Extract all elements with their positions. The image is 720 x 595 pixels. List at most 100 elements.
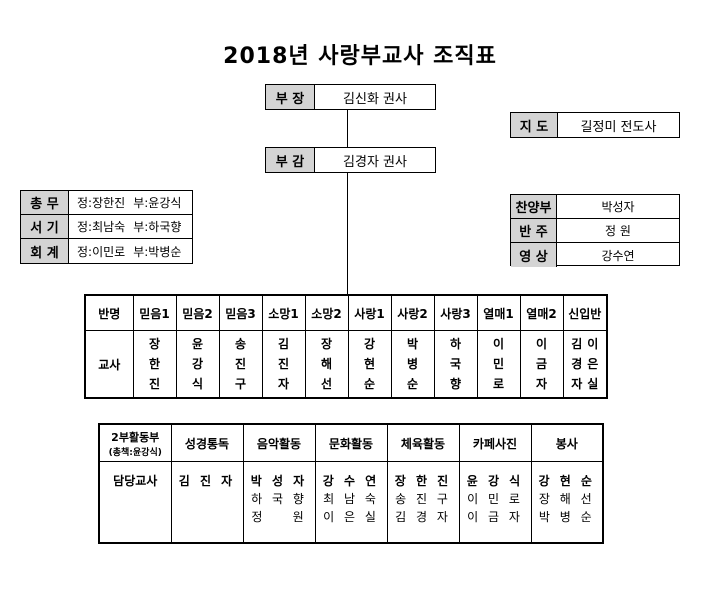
activity-name-cell: 성경통독 xyxy=(170,423,244,462)
role-row: 찬양부 박성자 xyxy=(511,195,679,219)
activity-name-cell: 음악활동 xyxy=(242,423,316,462)
vice-label: 부 감 xyxy=(266,148,315,172)
class-name-cell: 믿음2 xyxy=(175,294,220,331)
teacher-name: 하 국 향 xyxy=(251,492,307,506)
activity-dept-sub: (총책:윤강식) xyxy=(108,447,162,458)
connector-line xyxy=(347,110,348,148)
right-roles-box: 찬양부 박성자 반 주 정 원 영 상 강수연 xyxy=(510,194,680,267)
class-name-cell: 믿음1 xyxy=(132,294,177,331)
role-label: 반 주 xyxy=(511,219,557,242)
role-row: 영 상 강수연 xyxy=(511,243,679,267)
activity-name-cell: 카페사진 xyxy=(458,423,532,462)
teacher-name: 박 병 순 xyxy=(538,510,595,524)
teacher-name: 김 진 자 xyxy=(178,474,236,488)
teacher-name: 이 금 자 xyxy=(467,510,523,524)
role-label: 찬양부 xyxy=(511,195,557,218)
teacher-name: 윤 강 식 xyxy=(466,474,524,488)
vice-box: 부 감 김경자 권사 xyxy=(265,147,436,173)
activity-name-cell: 문화활동 xyxy=(314,423,388,462)
class-name-cell: 사랑2 xyxy=(390,294,435,331)
teacher-name: 이 민 로 xyxy=(467,492,523,506)
class-name-cell: 열매2 xyxy=(519,294,564,331)
role-main: 정:장한진 xyxy=(77,196,126,210)
activity-dept-cell: 2부활동부 (총책:윤강식) xyxy=(98,423,172,462)
role-name: 박성자 xyxy=(601,200,635,214)
teacher-name: 송 진 구 xyxy=(395,492,451,506)
vice-name: 김경자 권사 xyxy=(343,154,407,170)
teacher-name: 강 현 순 xyxy=(538,474,595,488)
class-name-cell: 사랑1 xyxy=(347,294,392,331)
head-label: 부 장 xyxy=(266,85,315,109)
role-main: 정:최남숙 xyxy=(77,220,126,234)
teacher-name: 정 원 xyxy=(251,510,307,524)
class-name-cell: 소망1 xyxy=(261,294,306,331)
teacher-name: 최 남 숙 xyxy=(323,492,379,506)
role-main: 정:이민로 xyxy=(77,244,126,259)
role-row: 서 기 정:최남숙 부:하국향 xyxy=(21,215,192,239)
teacher-name: 장 한 진 xyxy=(394,474,452,488)
class-name-cell: 믿음3 xyxy=(218,294,263,331)
head-name: 김신화 권사 xyxy=(343,91,407,107)
role-row: 반 주 정 원 xyxy=(511,219,679,243)
role-name: 강수연 xyxy=(601,248,635,263)
left-roles-box: 총 무 정:장한진 부:윤강식 서 기 정:최남숙 부:하국향 회 계 정:이민… xyxy=(20,190,193,264)
page-title: 2018년 사랑부교사 조직표 xyxy=(223,44,497,69)
class-row-label: 교사 xyxy=(84,330,134,399)
role-label: 영 상 xyxy=(511,243,557,267)
teacher-name: 이 은 실 xyxy=(323,510,379,524)
role-names: 정:이민로 부:박병순 xyxy=(69,239,192,263)
role-names: 정:장한진 부:윤강식 xyxy=(69,191,192,214)
teacher-name: 강 수 연 xyxy=(322,474,380,488)
teacher-name: 장 해 선 xyxy=(538,492,595,506)
advisor-name: 길정미 전도사 xyxy=(580,119,657,135)
role-row: 회 계 정:이민로 부:박병순 xyxy=(21,239,192,263)
activity-dept-label: 2부활동부 xyxy=(111,430,160,444)
role-row: 총 무 정:장한진 부:윤강식 xyxy=(21,191,192,215)
role-names: 정:최남숙 부:하국향 xyxy=(69,215,192,238)
role-sub: 부:박병순 xyxy=(133,244,182,259)
class-name-cell: 열매1 xyxy=(476,294,521,331)
advisor-label: 지 도 xyxy=(511,113,558,137)
role-sub: 부:하국향 xyxy=(133,220,182,234)
class-name-cell: 신입반 xyxy=(562,294,608,331)
advisor-box: 지 도 길정미 전도사 xyxy=(510,112,680,138)
teacher-name: 박 성 자 xyxy=(250,474,308,488)
role-label: 서 기 xyxy=(21,215,69,238)
